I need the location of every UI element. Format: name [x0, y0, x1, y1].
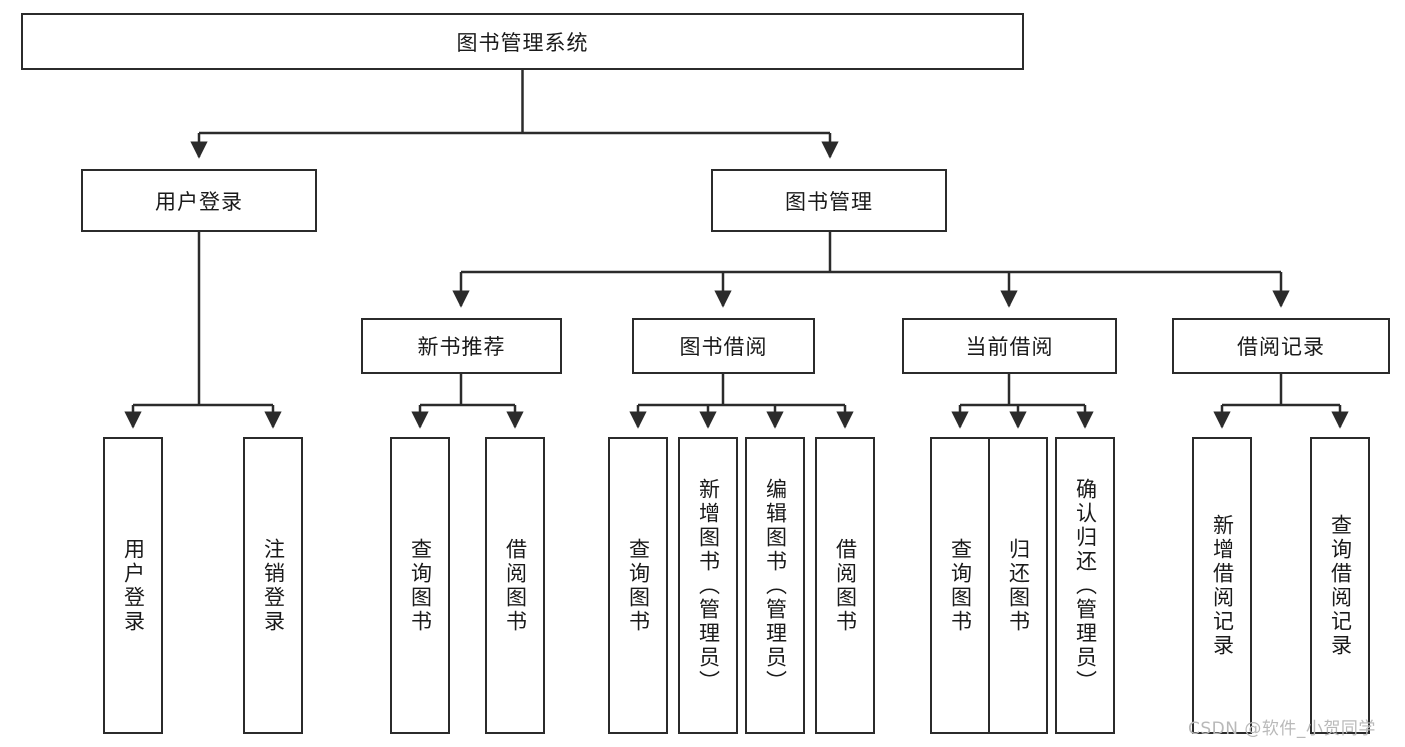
- node-leaf-edit-book[interactable]: 编辑图书（管理员）: [745, 437, 805, 734]
- node-root-label: 图书管理系统: [456, 30, 589, 55]
- node-new-book-recommend-label: 新书推荐: [417, 335, 506, 359]
- node-leaf-return-book[interactable]: 归还图书: [988, 437, 1048, 734]
- node-book-manage-label: 图书管理: [785, 189, 873, 214]
- node-leaf-confirm-return-label: 确认归还（管理员）: [1073, 477, 1098, 694]
- node-book-manage[interactable]: 图书管理: [711, 169, 947, 232]
- node-leaf-confirm-return[interactable]: 确认归还（管理员）: [1055, 437, 1115, 734]
- node-leaf-query-book-2[interactable]: 查询图书: [608, 437, 668, 734]
- node-leaf-query-book-2-label: 查询图书: [626, 537, 651, 634]
- node-book-borrow-label: 图书借阅: [679, 335, 768, 359]
- node-leaf-return-book-label: 归还图书: [1006, 537, 1031, 634]
- node-leaf-logout[interactable]: 注销登录: [243, 437, 303, 734]
- node-leaf-add-record[interactable]: 新增借阅记录: [1192, 437, 1252, 734]
- node-leaf-query-record-label: 查询借阅记录: [1328, 513, 1353, 658]
- node-leaf-borrow-book-1-label: 借阅图书: [503, 537, 528, 634]
- node-leaf-query-record[interactable]: 查询借阅记录: [1310, 437, 1370, 734]
- watermark: CSDN @软件_小贺同学: [1188, 719, 1376, 739]
- node-user-login[interactable]: 用户登录: [81, 169, 317, 232]
- node-leaf-add-book[interactable]: 新增图书（管理员）: [678, 437, 738, 734]
- node-leaf-add-book-label: 新增图书（管理员）: [696, 477, 721, 694]
- node-leaf-logout-label: 注销登录: [261, 537, 286, 634]
- node-leaf-query-book-3-label: 查询图书: [948, 537, 973, 634]
- node-leaf-add-record-label: 新增借阅记录: [1210, 513, 1235, 658]
- node-leaf-user-login-label: 用户登录: [121, 537, 146, 634]
- node-leaf-borrow-book-2-label: 借阅图书: [833, 537, 858, 634]
- node-leaf-query-book-3[interactable]: 查询图书: [930, 437, 990, 734]
- node-leaf-user-login[interactable]: 用户登录: [103, 437, 163, 734]
- node-user-login-label: 用户登录: [155, 189, 243, 214]
- node-current-borrow[interactable]: 当前借阅: [902, 318, 1117, 374]
- node-book-borrow[interactable]: 图书借阅: [632, 318, 815, 374]
- node-borrow-record[interactable]: 借阅记录: [1172, 318, 1390, 374]
- node-leaf-edit-book-label: 编辑图书（管理员）: [763, 477, 788, 694]
- node-borrow-record-label: 借阅记录: [1237, 335, 1325, 359]
- node-leaf-borrow-book-2[interactable]: 借阅图书: [815, 437, 875, 734]
- node-leaf-query-book-1-label: 查询图书: [408, 537, 433, 634]
- node-leaf-query-book-1[interactable]: 查询图书: [390, 437, 450, 734]
- node-new-book-recommend[interactable]: 新书推荐: [361, 318, 562, 374]
- node-root[interactable]: 图书管理系统: [21, 13, 1024, 70]
- node-current-borrow-label: 当前借阅: [965, 335, 1054, 359]
- node-leaf-borrow-book-1[interactable]: 借阅图书: [485, 437, 545, 734]
